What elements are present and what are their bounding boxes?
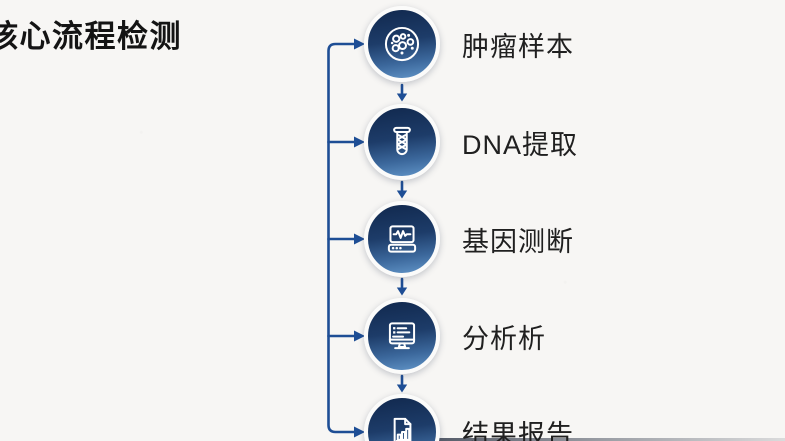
flow-step-gene-sequencing: 基因测断: [364, 201, 574, 277]
step-label: 结果报告: [462, 419, 574, 441]
step-icon-circle: [364, 394, 440, 441]
step-icon-circle: [364, 298, 440, 374]
flow-step-result-report: 结果报告: [364, 394, 574, 441]
step-icon-circle: [364, 6, 440, 82]
step-label: 肿瘤样本: [462, 31, 574, 62]
sequencer-monitor-icon: [387, 225, 417, 253]
step-label: DNA提取: [462, 129, 579, 160]
petri-dish-sample-icon: [384, 26, 420, 62]
step-icon-circle: [364, 104, 440, 180]
step-label: 分析析: [462, 323, 546, 354]
flow-step-dna-extraction: DNA提取: [364, 104, 579, 180]
step-icon-circle: [364, 201, 440, 277]
flow-step-analysis: 分析析: [364, 298, 546, 374]
analysis-monitor-icon: [388, 322, 416, 350]
step-label: 基因测断: [462, 226, 574, 257]
bottom-edge-artifact: [378, 438, 785, 441]
test-tube-dna-icon: [393, 126, 411, 156]
report-document-icon: [393, 417, 412, 441]
flow-step-tumor-sample: 肿瘤样本: [364, 6, 574, 82]
page-title: 核心流程检测: [0, 19, 182, 54]
